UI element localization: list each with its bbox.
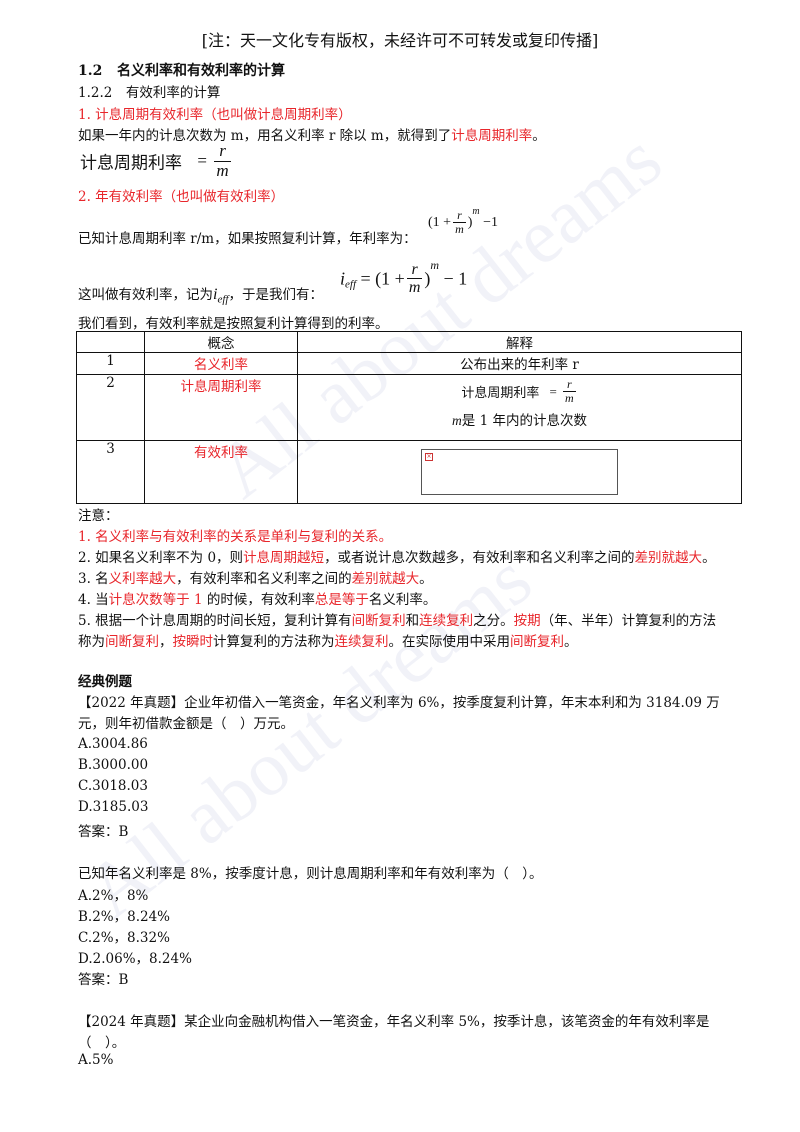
formula2-tail: −1 (479, 214, 499, 230)
table-header-cell: 概念 (144, 331, 298, 353)
paragraph-3: 这叫做有效利率，记为ieff，于是我们有： (78, 283, 323, 306)
note-2: 2. 如果名义利率不为 0，则计息周期越短，或者说计息次数越多，有效利率和名义利… (78, 550, 716, 566)
table-row: 1 名义利率 公布出来的年利率 r (76, 352, 742, 375)
q1-option: B.3000.00 (78, 757, 149, 773)
formula1-lhs: 计息周期利率 (80, 153, 182, 174)
q2-option: B.2%，8.24% (78, 909, 171, 925)
subsection-heading: 1.2.2 有效利率的计算 (78, 85, 221, 101)
item2-title: 2. 年有效利率（也叫做有效利率） (78, 189, 285, 205)
broken-image-icon: × (421, 449, 618, 495)
row-explanation: 公布出来的年利率 r (297, 352, 742, 375)
concept-table: 概念 解释 1 名义利率 公布出来的年利率 r 2 计息周期利率 计息周期利率 … (76, 331, 742, 504)
formula2-exponent: m (472, 206, 480, 217)
q1-option: D.3185.03 (78, 799, 149, 815)
para3-sub: eff (217, 293, 229, 306)
row-number: 1 (76, 352, 145, 375)
q2-option: A.2%，8% (78, 888, 149, 904)
formula2-open: (1 + (428, 214, 452, 230)
note-1: 1. 名义利率与有效利率的关系是单利与复利的关系。 (78, 529, 393, 545)
note-3: 3. 名义利率越大，有效利率和名义利率之间的差别就越大。 (78, 571, 433, 587)
section-title: 名义利率和有效利率的计算 (116, 63, 285, 79)
q2-line1: 已知年名义利率是 8%，按季度计息，则计息周期利率和年有效利率为（ ）。 (78, 866, 543, 882)
table-header-cell: 解释 (297, 331, 742, 353)
para1-highlight: 计息周期利率 (451, 128, 533, 144)
formula3-tail: − 1 (439, 268, 468, 289)
formula3-sub: eff (345, 278, 357, 291)
formula2-close: ) (467, 214, 473, 230)
para3-text: 这叫做有效利率，记为 (78, 287, 213, 303)
q3-line1: 【2024 年真题】某企业向金融机构借入一笔资金，年名义利率 5%，按季计息，该… (78, 1014, 710, 1030)
q2-option: C.2%，8.32% (78, 930, 170, 946)
examples-title: 经典例题 (78, 674, 132, 690)
formula3-exponent: m (430, 258, 440, 272)
q2-option: D.2.06%，8.24% (78, 951, 192, 967)
copyright-header: [注：天一文化专有版权，未经许可不可转发或复印传播] (201, 31, 599, 50)
section-number: 1.2 (78, 63, 103, 79)
row-number: 3 (76, 440, 145, 504)
section-heading: 1.2 名义利率和有效利率的计算 (78, 60, 285, 80)
q1-line2: 元，则年初借款金额是（ ）万元。 (78, 716, 294, 732)
formula3-var: i (340, 268, 346, 289)
q1-answer: 答案：B (78, 824, 129, 840)
row-concept: 计息周期利率 (144, 374, 298, 441)
para1-text: 如果一年内的计息次数为 m，用名义利率 r 除以 m，就得到了 (78, 128, 452, 144)
paragraph-2: 已知计息周期利率 r/m，如果按照复利计算，年利率为： (78, 231, 417, 247)
note-4: 4. 当计息次数等于 1 的时候，有效利率总是等于名义利率。 (78, 592, 437, 608)
q1-line1: 【2022 年真题】企业年初借入一笔资金，年名义利率为 6%，按季度复利计算，年… (78, 695, 720, 711)
para3-var: i (213, 286, 218, 303)
para1-end: 。 (532, 128, 546, 144)
q1-option: A.3004.86 (78, 736, 148, 752)
row-concept: 名义利率 (144, 352, 298, 375)
paragraph-1: 如果一年内的计息次数为 m，用名义利率 r 除以 m，就得到了计息周期利率。 (78, 124, 546, 144)
para3-end: ，于是我们有： (228, 287, 323, 303)
row-explanation: × (297, 440, 742, 504)
row-number: 2 (76, 374, 145, 441)
q3-option: A.5% (78, 1052, 114, 1068)
row-concept: 有效利率 (144, 440, 298, 504)
table-row: 3 有效利率 × (76, 440, 742, 504)
formula3-close: ) (424, 268, 431, 289)
item1-title: 1. 计息周期有效利率（也叫做计息周期利率） (78, 107, 352, 123)
table-header-cell (76, 331, 145, 353)
table-formula-note: m是 1 年内的计息次数 (452, 413, 587, 430)
q3-line2: （ ）。 (78, 1035, 126, 1051)
table-header-row: 概念 解释 (76, 331, 742, 353)
notes-title: 注意： (78, 508, 119, 524)
note-5-line1: 5. 根据一个计息周期的时间长短，复利计算有间断复利和连续复利之分。按期（年、半… (78, 613, 717, 629)
q2-answer: 答案：B (78, 972, 129, 988)
formula3-eq: = (1 + (356, 268, 405, 289)
paragraph-4: 我们看到，有效利率就是按照复利计算得到的利率。 (78, 316, 389, 332)
q1-option: C.3018.03 (78, 778, 148, 794)
note-5-line2: 称为间断复利，按瞬时计算复利的方法称为连续复利。在实际使用中采用间断复利。 (78, 634, 578, 650)
